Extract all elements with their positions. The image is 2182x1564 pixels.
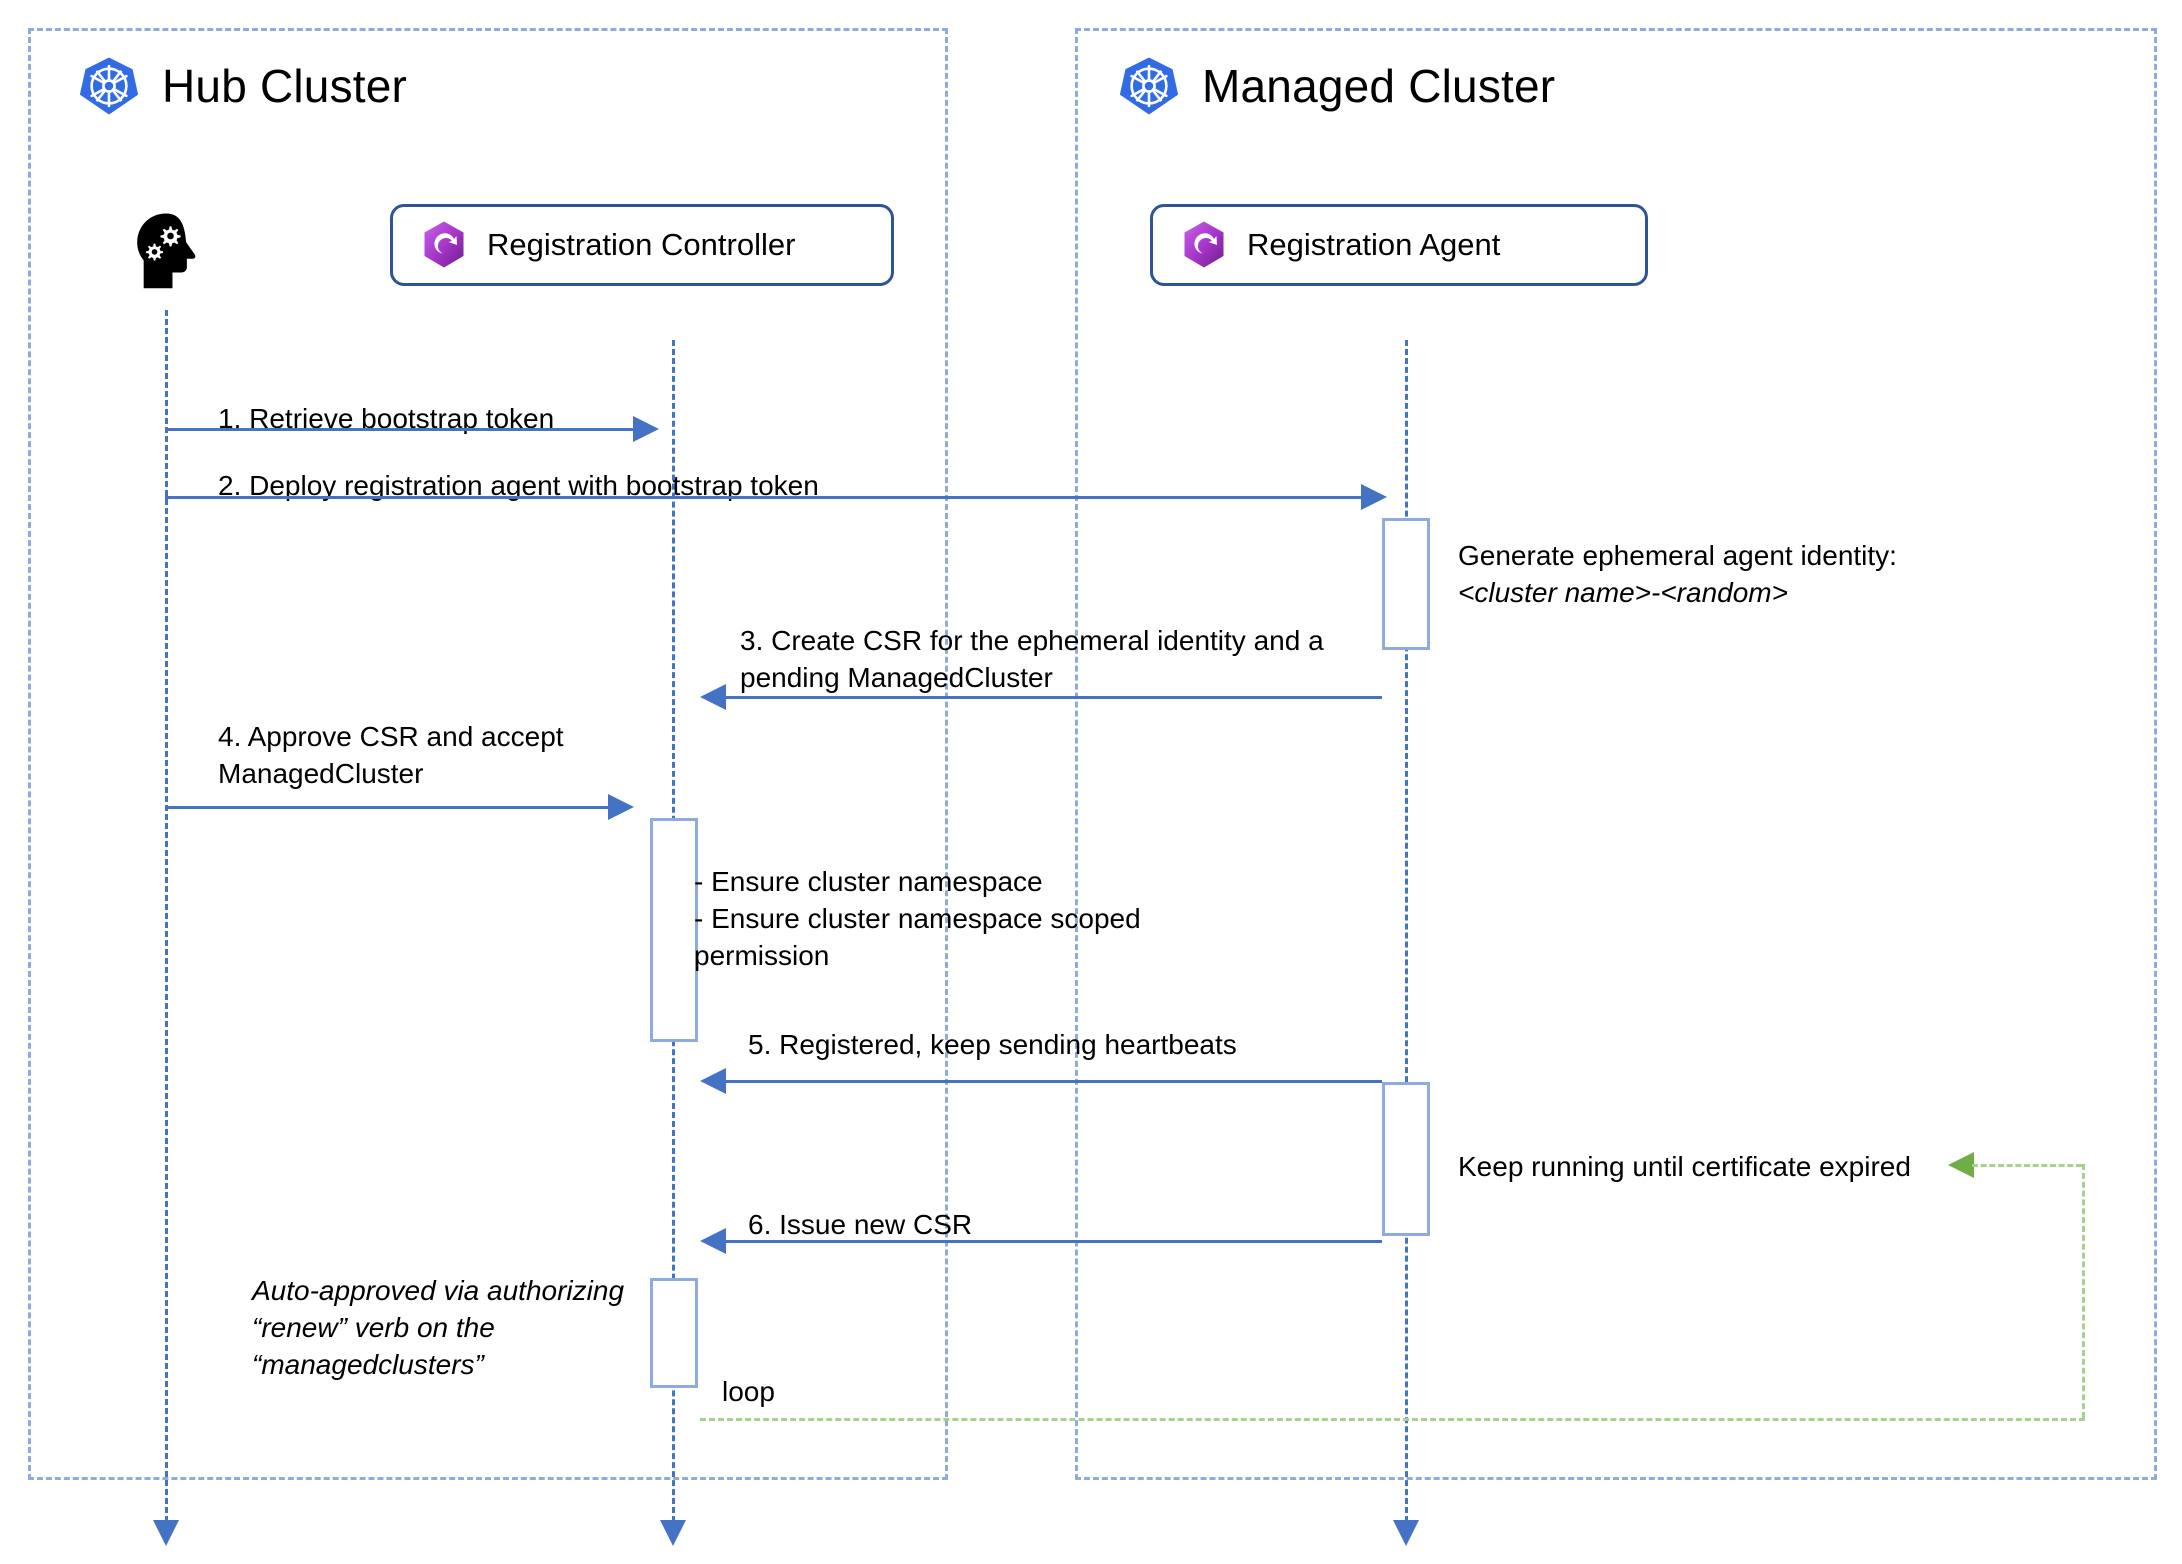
activation-agent-heartbeat	[1382, 1082, 1430, 1236]
ocm-icon	[1179, 220, 1229, 270]
message-label-6: 6. Issue new CSR	[748, 1209, 973, 1240]
loop-line-right	[2082, 1164, 2085, 1418]
activation-controller-renew	[650, 1278, 698, 1388]
message-label-5: 5. Registered, keep sending heartbeats	[748, 1029, 1237, 1060]
message-arrowhead-4	[608, 794, 634, 820]
lifeline-registration-agent-arrowhead	[1393, 1520, 1419, 1546]
note-line-2: <cluster name>-<random>	[1458, 577, 1788, 609]
hub-cluster-title: Hub Cluster	[162, 60, 408, 112]
message-line-5	[726, 1080, 1382, 1083]
kubernetes-icon	[1118, 55, 1180, 117]
lifeline-registration-controller-arrowhead	[660, 1520, 686, 1546]
participant-registration-agent[interactable]: Registration Agent	[1150, 204, 1648, 286]
hub-cluster-header: Hub Cluster	[78, 55, 407, 117]
participant-label: Registration Agent	[1247, 227, 1501, 262]
lifeline-actor-arrowhead	[153, 1520, 179, 1546]
message-line-1	[165, 428, 635, 431]
managed-cluster-header: Managed Cluster	[1118, 55, 1555, 117]
note-ephemeral-identity: Generate ephemeral agent identity: <clust…	[1458, 537, 1897, 611]
message-arrowhead-3	[700, 684, 726, 710]
note-namespace-actions: - Ensure cluster namespace - Ensure clus…	[694, 866, 1141, 972]
note-line-1: Generate ephemeral agent identity:	[1458, 540, 1897, 571]
message-label-2: 2. Deploy registration agent with bootst…	[218, 470, 819, 501]
message-arrowhead-2	[1361, 484, 1387, 510]
message-arrowhead-6	[700, 1228, 726, 1254]
message-line-3	[726, 696, 1382, 699]
participant-label: Registration Controller	[487, 227, 796, 262]
lifeline-registration-agent	[1405, 340, 1408, 1522]
managed-cluster-title: Managed Cluster	[1202, 60, 1556, 112]
message-label-1: 1. Retrieve bootstrap token	[218, 403, 555, 434]
message-label-4: 4. Approve CSR and accept ManagedCluster	[218, 721, 564, 790]
activation-controller-namespace	[650, 818, 698, 1042]
activation-agent-generate-identity	[1382, 518, 1430, 650]
message-label-3: 3. Create CSR for the ephemeral identity…	[740, 625, 1324, 694]
message-line-6	[726, 1240, 1382, 1243]
lifeline-actor	[165, 310, 168, 1522]
note-auto-approved: Auto-approved via authorizing “renew” ve…	[252, 1275, 625, 1381]
note-keep-running: Keep running until certificate expired	[1458, 1151, 1911, 1182]
message-arrowhead-1	[633, 416, 659, 442]
ocm-icon	[419, 220, 469, 270]
loop-label: loop	[722, 1376, 775, 1407]
message-line-4	[165, 806, 610, 809]
kubernetes-icon	[78, 55, 140, 117]
head-with-gears-icon	[130, 212, 202, 290]
participant-registration-controller[interactable]: Registration Controller	[390, 204, 894, 286]
loop-line-top	[1972, 1164, 2082, 1167]
frame-hub-cluster	[28, 28, 948, 1480]
frame-managed-cluster	[1075, 28, 2157, 1480]
loop-arrowhead	[1948, 1152, 1974, 1178]
message-arrowhead-5	[700, 1068, 726, 1094]
message-line-2	[165, 496, 1363, 499]
loop-line-bottom	[700, 1418, 2085, 1421]
